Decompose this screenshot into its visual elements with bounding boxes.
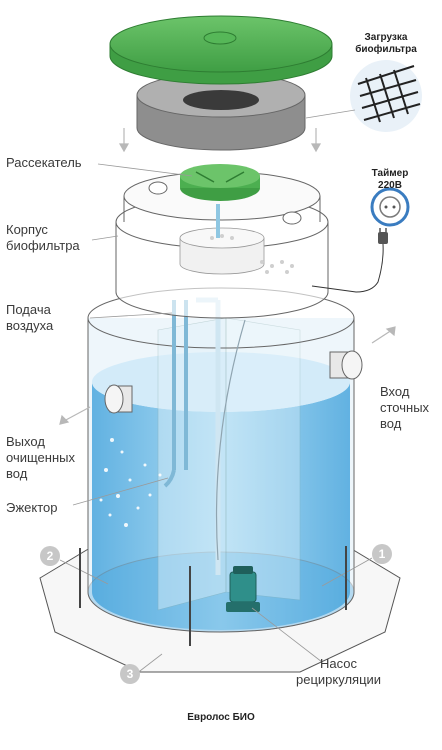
air-pipes [163, 300, 188, 488]
biofilter-body [115, 171, 329, 319]
label-diffuser: Рассекатель [6, 155, 82, 170]
gray-ring [136, 72, 306, 151]
badge-1: 1 [372, 544, 392, 564]
label-air-supply: Подача воздуха [6, 302, 54, 333]
biofilter-media-icon [350, 60, 422, 132]
figure-caption: Евролос БИО [187, 712, 255, 723]
assembly-arrows [59, 128, 396, 425]
pointer-lines [59, 163, 373, 675]
supports [79, 546, 347, 646]
inlet-pipe [329, 350, 363, 380]
air-hose [215, 319, 246, 561]
pump-icon [226, 566, 260, 612]
label-biofilter-body: Корпус биофильтра [6, 222, 80, 253]
outlet-pipe [104, 384, 133, 414]
label-biofilter-load: Загрузка биофильтра [355, 32, 417, 55]
badge-2: 2 [40, 546, 60, 566]
green-lid [109, 15, 333, 85]
badge-3: 3 [120, 664, 140, 684]
label-wastewater-inlet: Вход сточных вод [380, 384, 430, 431]
power-plug-icon [311, 228, 388, 293]
label-treated-outlet: Выход очищенных вод [6, 434, 75, 481]
label-ejector: Эжектор [6, 500, 58, 515]
diffuser [180, 164, 260, 201]
timer-socket-icon [370, 187, 410, 227]
main-tank [87, 287, 355, 633]
label-recirc-pump: Насос рециркуляции [296, 656, 382, 687]
pointer-media [305, 109, 356, 119]
label-timer: Таймер 220В [371, 168, 409, 191]
